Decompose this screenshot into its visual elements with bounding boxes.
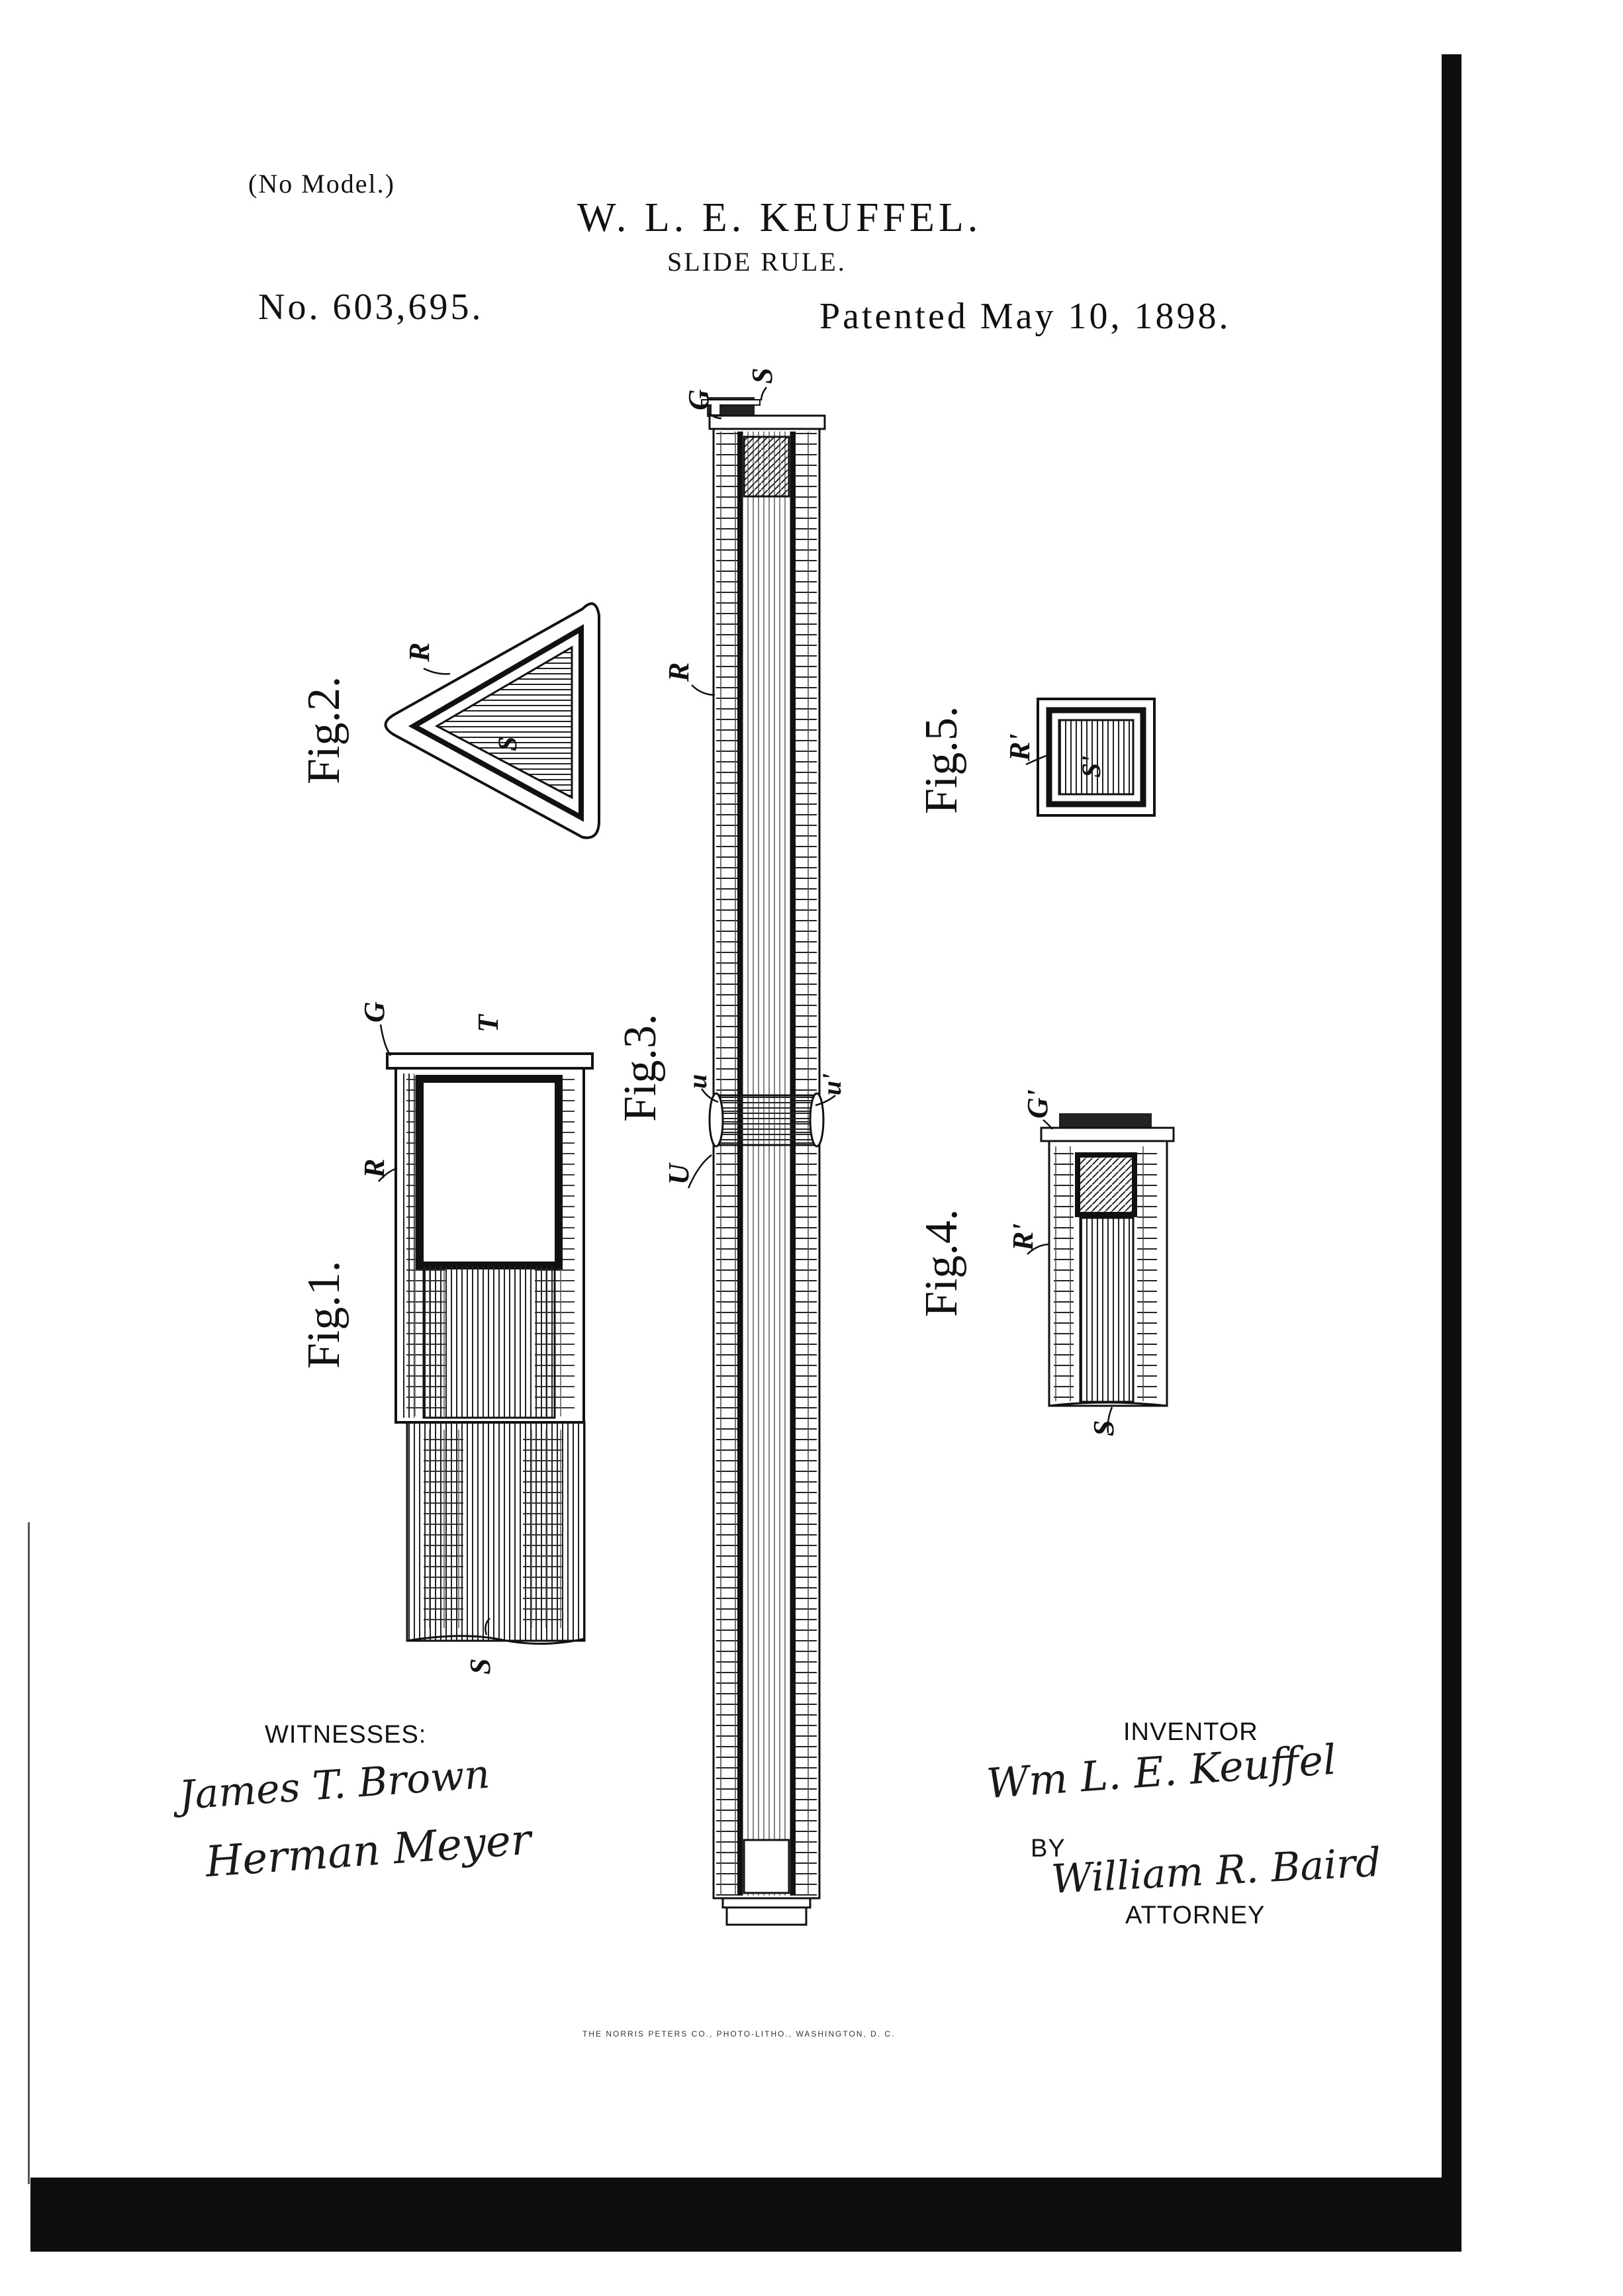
inventor-label: INVENTOR — [1123, 1718, 1258, 1746]
fig1-part-g: G — [358, 1001, 391, 1023]
fig1-label: Fig.1. — [299, 1261, 349, 1369]
fig3-scale-left — [716, 432, 737, 1896]
fig3-part-u-cursor: U — [663, 1162, 695, 1185]
fig3-part-g: G — [682, 389, 715, 410]
fig4-label: Fig.4. — [916, 1209, 967, 1317]
fig1-window-t — [416, 1075, 563, 1269]
fig5-part-r-prime: R' — [1003, 733, 1036, 762]
fig4-part-r-prime: R' — [1007, 1223, 1039, 1252]
fig5-cross-section — [1037, 698, 1156, 817]
fig3-slide-rule — [701, 397, 826, 1926]
scan-edge-bottom — [30, 2178, 1461, 2252]
fig3-part-u: u — [682, 1074, 712, 1089]
fig5-part-s-prime: S' — [1076, 756, 1106, 778]
fig3-label: Fig.3. — [615, 1014, 666, 1122]
inventor-name: W. L. E. KEUFFEL. — [577, 195, 982, 240]
fig4-part-s: S — [1088, 1420, 1120, 1436]
witnesses-label: WITNESSES: — [265, 1721, 427, 1749]
scan-edge-right — [1442, 54, 1461, 2252]
fig4-end-detail — [1040, 1113, 1175, 1407]
fig4-slide-s — [1079, 1217, 1135, 1403]
fig3-part-u-prime: u' — [817, 1074, 847, 1095]
leader-lines — [378, 387, 1113, 1635]
fig1-end-detail — [386, 1052, 594, 1645]
part-letters: R S G S R u u' U G T R S G' R' S R' S' — [358, 368, 1120, 1675]
fig1-part-s: S — [464, 1659, 496, 1675]
fig3-slide — [743, 432, 790, 1896]
patent-number: No. 603,695. — [258, 287, 484, 328]
attorney-label: ATTORNEY — [1125, 1902, 1266, 1929]
fig2-part-r: R — [403, 643, 436, 663]
printer-credit: THE NORRIS PETERS CO., PHOTO-LITHO., WAS… — [582, 2029, 896, 2039]
fig1-part-t: T — [472, 1013, 504, 1033]
fig2-part-s: S — [492, 737, 522, 751]
fig5-label: Fig.5. — [916, 706, 967, 814]
fig1-part-r: R — [358, 1159, 391, 1179]
fig3-part-r: R — [663, 663, 695, 682]
scan-edge-left — [28, 1522, 30, 2184]
by-label: BY — [1031, 1835, 1066, 1862]
invention-title: SLIDE RULE. — [667, 247, 847, 277]
fig3-cap-g — [708, 414, 826, 430]
fig3-scale-right — [796, 432, 817, 1896]
fig4-part-g-prime: G' — [1021, 1089, 1054, 1119]
fig2-label: Fig.2. — [299, 676, 349, 784]
fig3-part-s: S — [746, 368, 778, 384]
patent-date: Patented May 10, 1898. — [819, 296, 1231, 337]
no-model-note: (No Model.) — [248, 169, 395, 199]
fig1-cap-g — [386, 1052, 594, 1070]
fig4-cap-g-prime — [1040, 1126, 1175, 1142]
fig3-cursor-u — [712, 1094, 821, 1146]
fig2-cross-section — [384, 602, 600, 839]
